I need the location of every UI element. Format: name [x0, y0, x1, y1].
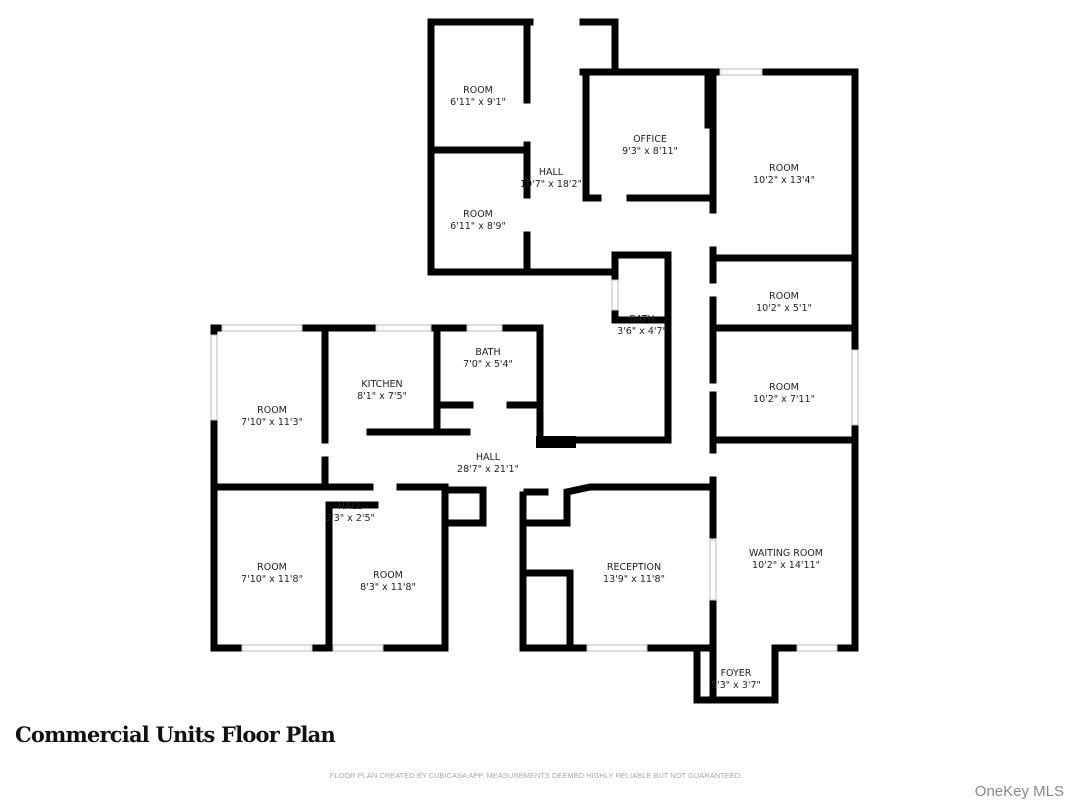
room-name: ROOM: [463, 85, 493, 96]
room-name: HALL: [539, 167, 564, 178]
watermark: OneKey MLS: [974, 783, 1064, 800]
room-size: 10'2" x 5'1": [756, 303, 812, 314]
room-size: 10'7" x 18'2": [520, 179, 582, 190]
room-name: WAITING ROOM: [749, 548, 823, 559]
room-name: OFFICE: [633, 134, 667, 145]
room-size: 7'10" x 11'3": [241, 417, 303, 428]
room-name: ROOM: [257, 405, 287, 416]
room-size: 5'3" x 3'7": [711, 680, 761, 691]
room-name: RECEPTION: [607, 562, 661, 573]
room-size: 8'3" x 11'8": [360, 582, 416, 593]
room-name: KITCHEN: [361, 379, 402, 390]
windows: [210, 68, 859, 652]
room-size: 3'6" x 4'7": [617, 326, 667, 337]
room-name: HALL: [338, 501, 363, 512]
room-name: ROOM: [257, 562, 287, 573]
room-name: ROOM: [769, 163, 799, 174]
room-name: ROOM: [463, 209, 493, 220]
room-size: 6'11" x 8'9": [450, 221, 506, 232]
room-name: FOYER: [721, 668, 752, 679]
room-size: 13'9" x 11'8": [603, 574, 665, 585]
disclaimer: FLOOR PLAN CREATED BY CUBICASA APP. MEAS…: [329, 771, 743, 780]
room-size: 10'2" x 13'4": [753, 175, 815, 186]
room-name: ROOM: [769, 291, 799, 302]
room-size: 6'11" x 9'1": [450, 97, 506, 108]
plan-title: Commercial Units Floor Plan: [15, 722, 336, 747]
room-size: 7'0" x 5'4": [463, 359, 513, 370]
room-name: BATH: [475, 347, 500, 358]
room-size: 10'2" x 7'11": [753, 394, 815, 405]
room-size: 7'10" x 11'8": [241, 574, 303, 585]
walls: [210, 18, 859, 704]
room-size: 10'2" x 14'11": [752, 560, 820, 571]
room-size: 9'3" x 8'11": [622, 146, 678, 157]
room-name: ROOM: [373, 570, 403, 581]
room-size: 8'1" x 7'5": [357, 391, 407, 402]
room-name: ROOM: [769, 382, 799, 393]
room-size: 28'7" x 21'1": [457, 464, 519, 475]
room-name: HALL: [476, 452, 501, 463]
room-name: BATH: [629, 314, 654, 325]
room-size: 3'3" x 2'5": [325, 513, 375, 524]
